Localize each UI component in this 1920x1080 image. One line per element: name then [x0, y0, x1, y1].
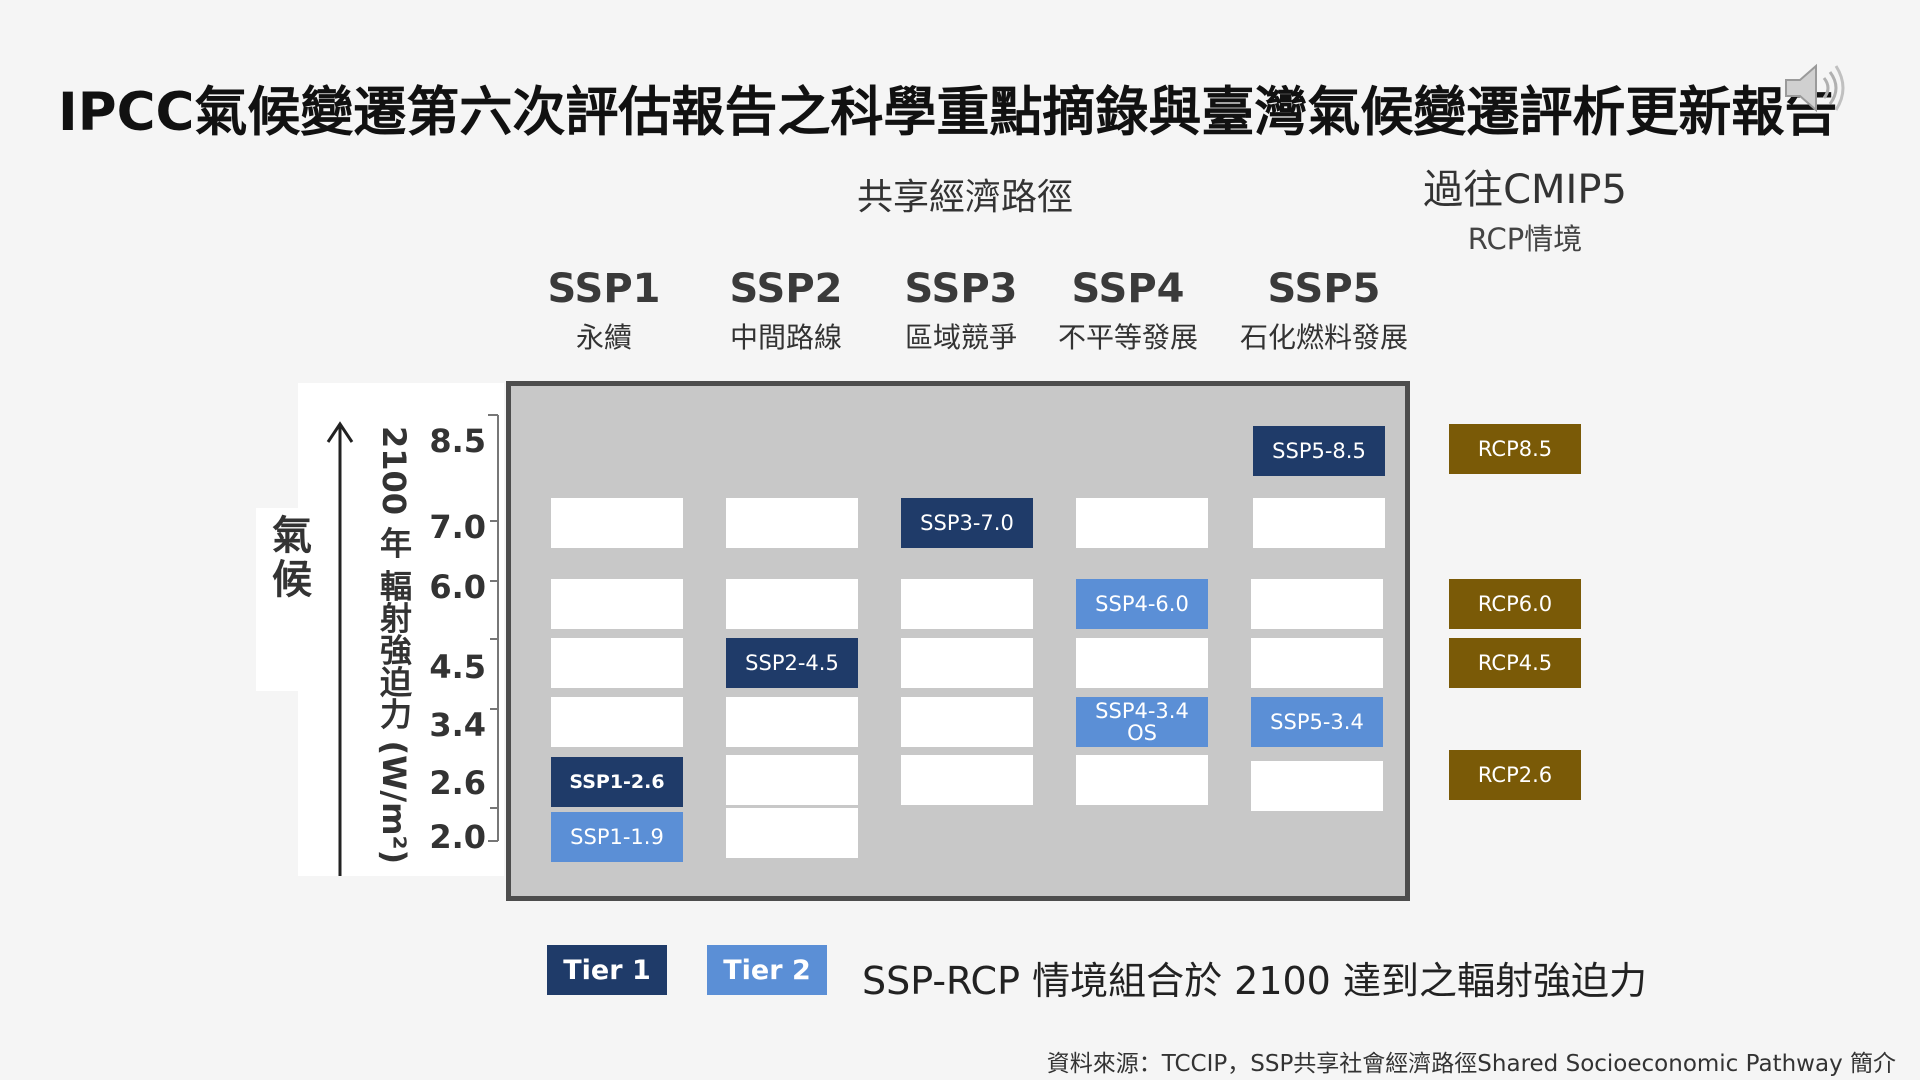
- empty-cell: [1253, 498, 1385, 548]
- empty-cell: [726, 579, 858, 629]
- empty-cell: [1076, 755, 1208, 805]
- empty-cell: [1251, 638, 1383, 688]
- tick-6-0: 6.0: [429, 568, 486, 606]
- rcp-8-5: RCP8.5: [1449, 424, 1581, 474]
- legend-tier2: Tier 2: [707, 945, 827, 995]
- scenario-ssp2-4-5: SSP2-4.5: [726, 638, 858, 688]
- ssp3-header: SSP3 區域競爭: [866, 266, 1056, 356]
- empty-cell: [726, 808, 858, 858]
- empty-cell: [1076, 638, 1208, 688]
- ssp-desc: 永續: [575, 321, 632, 354]
- empty-cell: [1251, 761, 1383, 811]
- rcp-2-6: RCP2.6: [1449, 750, 1581, 800]
- tick-8-5: 8.5: [429, 422, 486, 460]
- ssp-name: SSP5: [1267, 266, 1381, 312]
- page-title: IPCC氣候變遷第六次評估報告之科學重點摘錄與臺灣氣候變遷評析更新報告: [58, 82, 1838, 143]
- empty-cell: [551, 638, 683, 688]
- scenario-matrix: SSP1-2.6 SSP1-1.9 SSP2-4.5 SSP3-7.0 SSP4…: [506, 381, 1410, 901]
- ssp-name: SSP2: [729, 266, 843, 312]
- tick-2-0: 2.0: [429, 818, 486, 856]
- climate-label: 氣候: [272, 513, 312, 603]
- ssp4-header: SSP4 不平等發展: [1033, 266, 1223, 356]
- axis-panel: [298, 383, 504, 876]
- scenario-ssp4-6-0: SSP4-6.0: [1076, 579, 1208, 629]
- rcp-scenario-header: RCP情境: [1467, 222, 1583, 256]
- cmip5-header: 過往CMIP5: [1423, 167, 1627, 213]
- rcp-4-5: RCP4.5: [1449, 638, 1581, 688]
- tick-2-6: 2.6: [429, 764, 486, 802]
- ssp-desc: 中間路線: [729, 321, 842, 354]
- ssp-name: SSP1: [547, 266, 661, 312]
- shared-pathway-header: 共享經濟路徑: [856, 177, 1073, 218]
- empty-cell: [551, 697, 683, 747]
- scenario-ssp4-3-4-os: SSP4-3.4 OS: [1076, 697, 1208, 747]
- empty-cell: [551, 498, 683, 548]
- axis-arrow-icon: [326, 421, 354, 876]
- legend-tier1: Tier 1: [547, 945, 667, 995]
- tick-7-0: 7.0: [429, 508, 486, 546]
- empty-cell: [726, 697, 858, 747]
- scenario-ssp5-3-4: SSP5-3.4: [1251, 697, 1383, 747]
- scenario-ssp1-2-6: SSP1-2.6: [551, 757, 683, 807]
- axis-title: 2100 年 輻射強迫力 (W/m²): [375, 426, 413, 865]
- ssp-desc: 區域競爭: [904, 321, 1017, 354]
- scenario-ssp5-8-5: SSP5-8.5: [1253, 426, 1385, 476]
- ssp-desc: 不平等發展: [1057, 321, 1198, 354]
- tick-3-4: 3.4: [429, 706, 486, 744]
- ssp2-header: SSP2 中間路線: [691, 266, 881, 356]
- source-note: 資料來源：TCCIP，SSP共享社會經濟路徑Shared Socioeconom…: [1046, 1051, 1896, 1077]
- ssp5-header: SSP5 石化燃料發展: [1229, 266, 1419, 356]
- empty-cell: [1076, 498, 1208, 548]
- empty-cell: [726, 755, 858, 805]
- scenario-ssp3-7-0: SSP3-7.0: [901, 498, 1033, 548]
- rcp-6-0: RCP6.0: [1449, 579, 1581, 629]
- ssp1-header: SSP1 永續: [509, 266, 699, 356]
- empty-cell: [726, 498, 858, 548]
- axis-ticks: [488, 414, 499, 842]
- empty-cell: [901, 638, 1033, 688]
- ssp-name: SSP3: [904, 266, 1018, 312]
- empty-cell: [1251, 579, 1383, 629]
- scenario-label-line1: SSP4-3.4: [1095, 699, 1189, 723]
- scenario-label-line2: OS: [1127, 721, 1157, 745]
- empty-cell: [551, 579, 683, 629]
- empty-cell: [901, 579, 1033, 629]
- scenario-ssp1-1-9: SSP1-1.9: [551, 812, 683, 862]
- ssp-desc: 石化燃料發展: [1239, 321, 1408, 354]
- legend-caption: SSP-RCP 情境組合於 2100 達到之輻射強迫力: [862, 959, 1647, 1003]
- tick-4-5: 4.5: [429, 648, 486, 686]
- speaker-icon[interactable]: [1782, 62, 1848, 114]
- climate-label-box: [256, 508, 322, 691]
- empty-cell: [901, 697, 1033, 747]
- empty-cell: [901, 755, 1033, 805]
- ssp-name: SSP4: [1071, 266, 1185, 312]
